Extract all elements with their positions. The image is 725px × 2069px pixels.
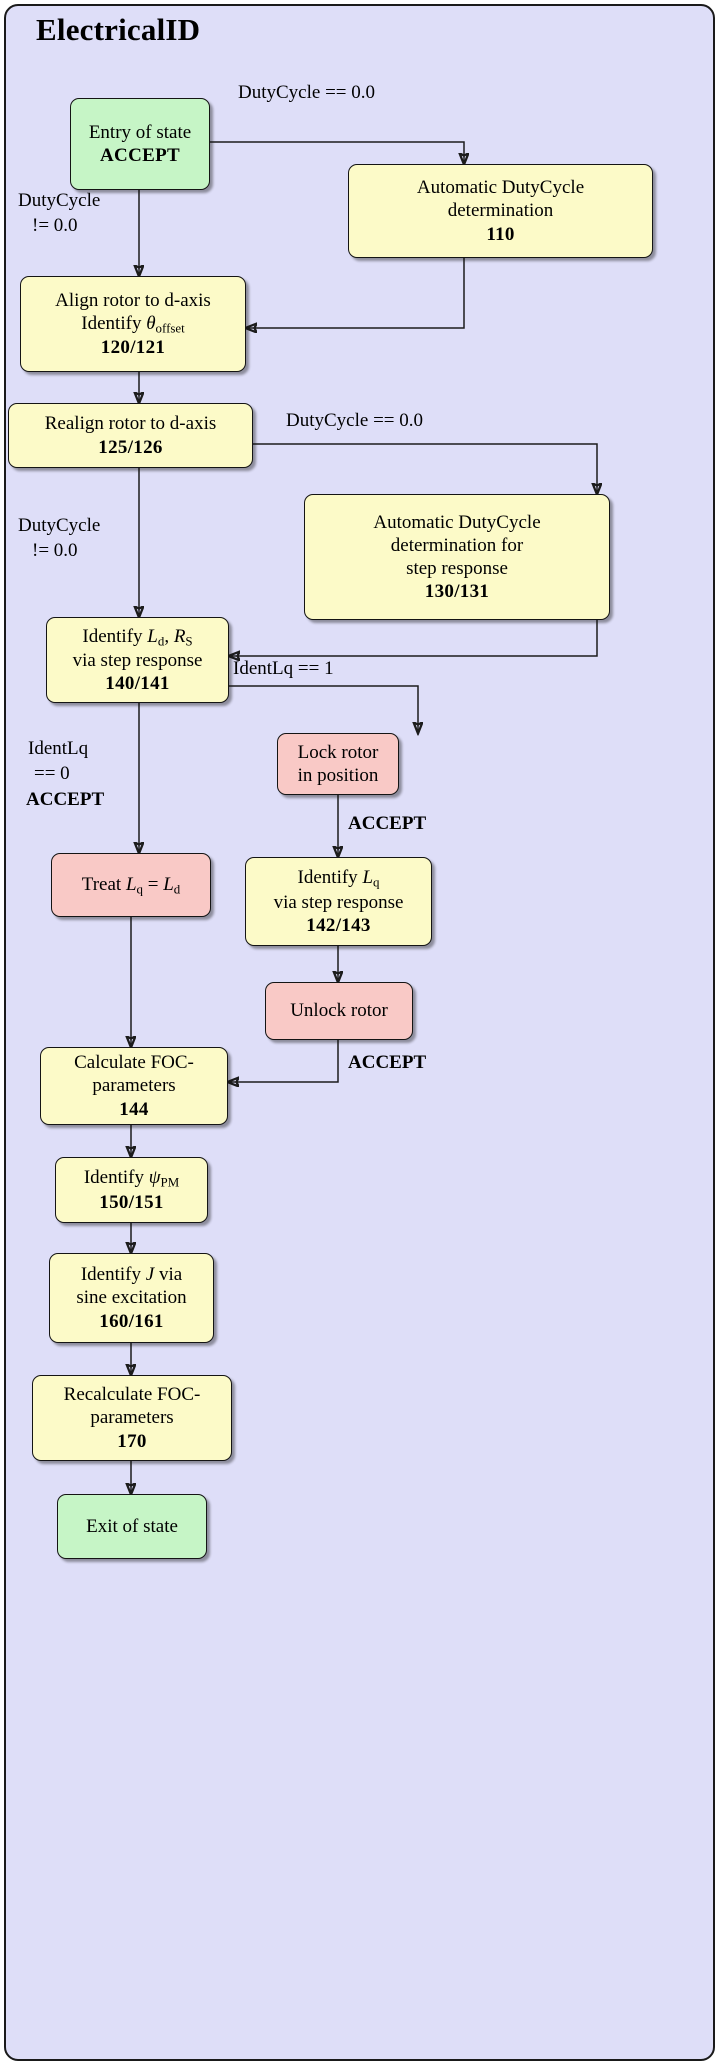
node-calc144-line2: parameters (92, 1075, 176, 1097)
j-symbol: J (145, 1264, 155, 1286)
node-unlock-line1: Unlock rotor (290, 1000, 388, 1022)
node-calc144-code: 144 (119, 1098, 149, 1120)
edge-label-dutycycle-neq-top-line1: DutyCycle (18, 190, 101, 211)
node-align120-line2: Identify θoffset (81, 312, 184, 336)
node-identify-j[interactable]: Identify J via sine excitation 160/161 (49, 1253, 214, 1343)
node-calculate-foc-parameters[interactable]: Calculate FOC- parameters 144 (40, 1047, 228, 1125)
node-ident142-line1: Identify Lq (298, 866, 380, 890)
node-lock-line1: Lock rotor (297, 741, 379, 763)
node-auto130-code: 130/131 (424, 581, 490, 603)
node-entry-of-state[interactable]: Entry of state ACCEPT (70, 98, 210, 190)
ld-symbol: L (147, 625, 158, 647)
psi-symbol: ψ (148, 1167, 161, 1189)
node-treat-lq-ld[interactable]: Treat Lq = Ld (51, 853, 211, 917)
edge-label-identlq-eq-0-line2: == 0 (34, 763, 70, 784)
node-auto130-line2: determination for (390, 534, 524, 556)
node-calc144-line1: Calculate FOC- (74, 1052, 194, 1074)
node-automatic-dutycycle-step-response[interactable]: Automatic DutyCycle determination for st… (304, 494, 610, 620)
rs-symbol: R (173, 625, 186, 647)
ident142-identify-text: Identify (297, 867, 363, 889)
node-psi150-line1: Identify ψPM (84, 1166, 179, 1190)
node-j160-code: 160/161 (99, 1310, 164, 1332)
node-realign-rotor-d-axis[interactable]: Realign rotor to d-axis 125/126 (8, 403, 253, 468)
node-unlock-rotor[interactable]: Unlock rotor (265, 982, 413, 1040)
node-align120-code: 120/121 (100, 337, 166, 359)
node-auto110-code: 110 (486, 223, 515, 245)
edge-label-dutycycle-neq-mid-line2: != 0.0 (32, 540, 78, 561)
node-recalc170-line1: Recalculate FOC- (63, 1384, 201, 1406)
edge-label-identlq-eq-0-accept: ACCEPT (26, 789, 105, 810)
node-recalc170-line2: parameters (90, 1407, 174, 1429)
theta-subscript: offset (155, 320, 185, 336)
psi-subscript: PM (160, 1174, 180, 1190)
node-exit-of-state[interactable]: Exit of state (57, 1494, 207, 1559)
node-recalc170-code: 170 (117, 1430, 147, 1452)
rs-subscript: S (185, 633, 193, 649)
edge-label-dutycycle-eq-mid: DutyCycle == 0.0 (286, 410, 423, 431)
node-ident142-code: 142/143 (306, 914, 371, 936)
node-treat-line1: Treat Lq = Ld (82, 873, 180, 897)
edge-label-accept-after-unlock: ACCEPT (348, 1052, 427, 1073)
treat-equals: = (142, 873, 164, 895)
node-ident140-line2: via step response (72, 650, 203, 671)
node-psi150-code: 150/151 (99, 1191, 164, 1213)
node-align-rotor-d-axis[interactable]: Align rotor to d-axis Identify θoffset 1… (20, 276, 246, 372)
ld-symbol-2: L (163, 873, 174, 895)
edge-label-accept-after-lock: ACCEPT (348, 813, 427, 834)
node-identify-ld-rs[interactable]: Identify Ld, RS via step response 140/14… (46, 617, 229, 703)
node-auto110-line2: determination (447, 200, 554, 222)
theta-symbol: θ (146, 312, 156, 334)
node-lock-rotor[interactable]: Lock rotor in position (277, 733, 399, 795)
ident140-identify-text: Identify (82, 625, 148, 647)
lq-subscript: q (136, 881, 143, 897)
j160-identify-text: Identify (80, 1264, 146, 1286)
node-exit-line1: Exit of state (86, 1515, 178, 1537)
node-lock-line2: in position (297, 765, 379, 786)
node-entry-line1: Entry of state (88, 121, 192, 143)
edge-label-dutycycle-neq-top-line2: != 0.0 (32, 215, 78, 236)
treat-text: Treat (81, 873, 126, 895)
lq-symbol: L (125, 873, 137, 895)
edge-label-identlq-eq-0-line1: IdentLq (28, 738, 89, 759)
edge-label-identlq-eq-1: IdentLq == 1 (233, 658, 334, 679)
node-entry-code: ACCEPT (100, 145, 180, 166)
node-realign125-line1: Realign rotor to d-axis (44, 413, 217, 435)
node-identify-psi-pm[interactable]: Identify ψPM 150/151 (55, 1157, 208, 1223)
lq-symbol-2: L (362, 867, 374, 889)
node-auto110-line1: Automatic DutyCycle (416, 177, 585, 199)
node-ident140-code: 140/141 (105, 673, 170, 695)
align120-identify-text: Identify (81, 312, 147, 334)
j160-via-text: via (154, 1264, 183, 1286)
node-ident142-line2: via step response (273, 891, 404, 913)
lq-subscript-2: q (373, 874, 380, 890)
node-j160-line1: Identify J via (81, 1263, 182, 1286)
node-automatic-dutycycle-determination[interactable]: Automatic DutyCycle determination 110 (348, 164, 653, 258)
ident140-separator: , (164, 625, 174, 647)
edge-label-dutycycle-eq-top: DutyCycle == 0.0 (238, 82, 375, 103)
diagram-title: ElectricalID (36, 12, 201, 47)
node-recalculate-foc-parameters[interactable]: Recalculate FOC- parameters 170 (32, 1375, 232, 1461)
node-j160-line2: sine excitation (76, 1287, 187, 1309)
node-identify-lq[interactable]: Identify Lq via step response 142/143 (245, 857, 432, 946)
psi150-identify-text: Identify (83, 1167, 149, 1189)
ld-subscript-2: d (173, 881, 181, 897)
ld-subscript: d (157, 633, 165, 649)
node-ident140-line1: Identify Ld, RS (82, 625, 192, 649)
node-align120-line1: Align rotor to d-axis (55, 289, 211, 311)
node-auto130-line1: Automatic DutyCycle (373, 511, 541, 533)
node-realign125-code: 125/126 (98, 436, 163, 458)
node-auto130-line3: step response (406, 558, 508, 579)
edge-label-dutycycle-neq-mid-line1: DutyCycle (18, 515, 101, 536)
